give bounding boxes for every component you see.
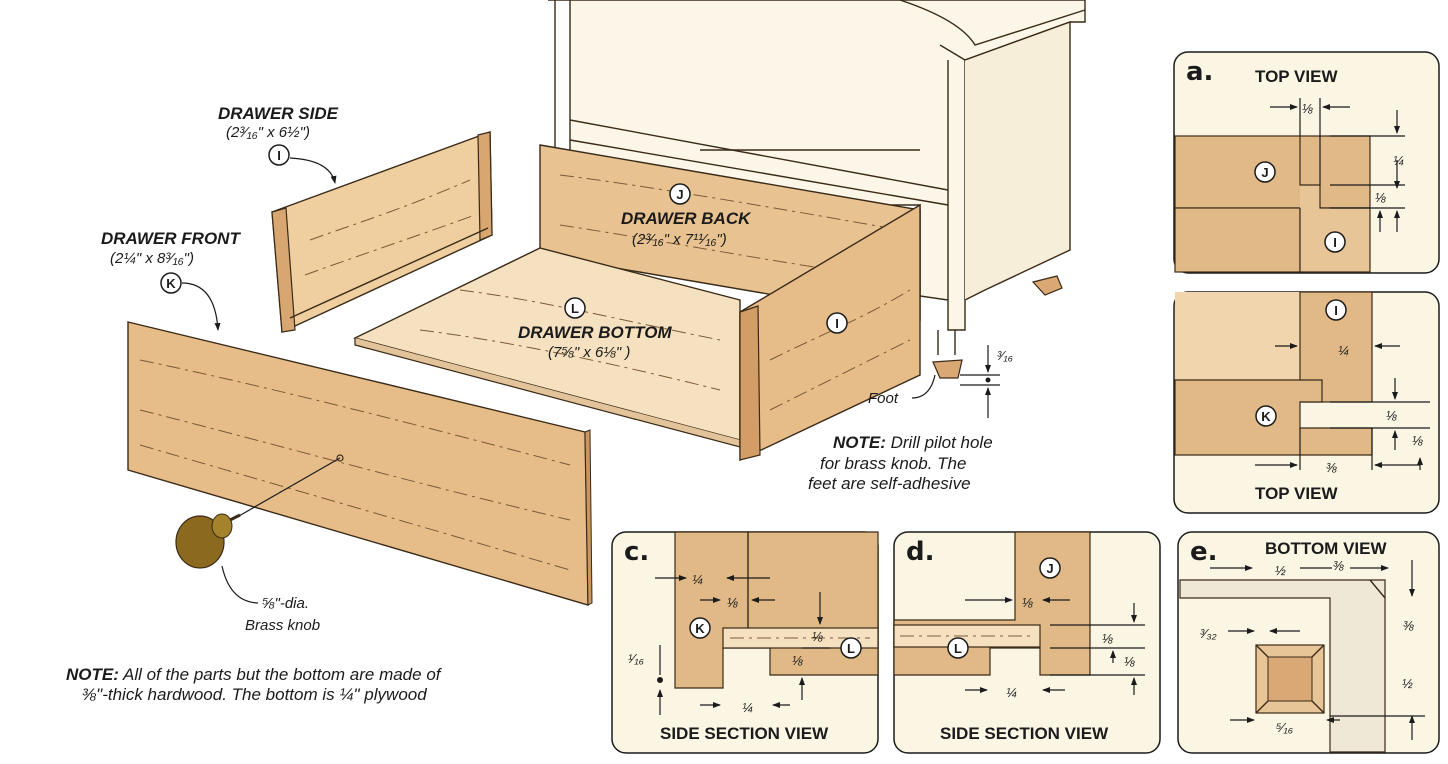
detail-e-letter: e.: [1190, 537, 1218, 567]
detail-d-dim-2: ⅛: [1102, 631, 1113, 646]
detail-d-dim-1: ⅛: [1022, 595, 1033, 610]
drawer-front-label: DRAWER FRONT: [101, 229, 241, 248]
svg-text:L: L: [571, 301, 579, 316]
drawer-side-right: [739, 203, 921, 462]
detail-d-code-j: J: [1046, 561, 1053, 576]
detail-b-dim-2: ⅛: [1386, 408, 1397, 423]
svg-text:I: I: [277, 148, 281, 163]
drawer-bottom-size: (7⅝" x 6⅛" ): [548, 344, 630, 361]
drill-note-line2: for brass knob. The: [820, 454, 966, 473]
detail-d-panel: d. ⅛ ⅛ ⅛ ¼ J L SIDE SECTION VIEW: [893, 531, 1161, 754]
detail-e-dim-5: ½: [1402, 676, 1413, 691]
detail-b-dim-1: ¼: [1338, 343, 1349, 358]
detail-c-code-l: L: [847, 641, 855, 656]
detail-a-dim-3: ⅛: [1375, 190, 1386, 205]
drawer-side-size: (2³⁄₁₆" x 6½"): [226, 124, 310, 141]
detail-e-dim-1: ½: [1275, 563, 1286, 578]
foot: [932, 330, 963, 379]
drawer-bottom: [353, 247, 741, 448]
part-code-i-side: I: [268, 144, 290, 166]
detail-e-panel: e. BOTTOM VIEW ½ ⅜ ⅜ ³⁄₃₂ ½ ⁵⁄₁₆: [1177, 531, 1440, 754]
detail-d-code-l: L: [954, 641, 962, 656]
detail-e-dim-2: ⅜: [1333, 558, 1344, 573]
detail-c-dim-3: ⅛: [812, 629, 823, 644]
svg-text:K: K: [166, 276, 176, 291]
drawer-back-label: DRAWER BACK: [621, 209, 752, 228]
knob-name-label: Brass knob: [245, 617, 320, 634]
svg-text:I: I: [835, 316, 839, 331]
detail-c-dim-5: ¹⁄₁₆: [628, 651, 645, 666]
detail-b-code-i: I: [1334, 303, 1338, 318]
drawer-side-label: DRAWER SIDE: [218, 104, 339, 123]
detail-e-dim-4: ³⁄₃₂: [1200, 626, 1217, 641]
detail-e-dim-6: ⁵⁄₁₆: [1276, 720, 1294, 735]
detail-c-letter: c.: [624, 537, 649, 567]
drawer-front-size: (2¼" x 8³⁄₁₆"): [110, 250, 194, 267]
parts-note-line2: ⅜"-thick hardwood. The bottom is ¼" plyw…: [82, 685, 427, 704]
detail-a-letter: a.: [1186, 57, 1213, 87]
detail-c-code-k: K: [695, 621, 705, 636]
drill-note-line3: feet are self-adhesive: [808, 474, 971, 493]
detail-e-dim-3: ⅜: [1403, 618, 1414, 633]
detail-d-title: SIDE SECTION VIEW: [940, 724, 1109, 743]
detail-c-dim-4: ⅛: [792, 653, 803, 668]
detail-b-code-k: K: [1261, 409, 1271, 424]
detail-a-code-i: I: [1333, 235, 1337, 250]
foot-label: Foot: [868, 390, 899, 407]
foot-dim: ³⁄₁₆: [997, 348, 1014, 363]
detail-b-title: TOP VIEW: [1255, 484, 1338, 503]
drawer-side-left: [271, 131, 493, 334]
part-code-j: J: [669, 183, 691, 205]
drawer-back-size: (2³⁄₁₆" x 7¹¹⁄₁₆"): [632, 231, 727, 248]
detail-e-title: BOTTOM VIEW: [1265, 539, 1387, 558]
detail-c-panel: c. ¼ ⅛ ⅛ ⅛ ¹⁄₁₆ ¼ K L SIDE SECTION VIEW: [611, 531, 879, 754]
parts-note-line1: NOTE: All of the parts but the bottom ar…: [66, 665, 443, 684]
detail-c-dim-6: ¼: [742, 700, 753, 715]
svg-text:J: J: [676, 187, 683, 202]
detail-a-title: TOP VIEW: [1255, 67, 1338, 86]
detail-b-dim-3: ⅛: [1412, 433, 1423, 448]
brass-knob-icon: [175, 513, 241, 569]
part-code-l: L: [564, 297, 586, 319]
detail-d-letter: d.: [906, 537, 935, 567]
detail-b-dim-4: ⅜: [1326, 460, 1337, 475]
detail-a-dim-2: ¼: [1393, 153, 1404, 168]
detail-c-dim-1: ¼: [692, 572, 703, 587]
detail-c-dim-2: ⅛: [727, 595, 738, 610]
detail-d-dim-3: ⅛: [1124, 654, 1135, 669]
part-code-k: K: [160, 272, 182, 294]
drill-note-line1: NOTE: Drill pilot hole: [833, 433, 993, 452]
part-code-i-right: I: [826, 312, 848, 334]
drawer-bottom-label: DRAWER BOTTOM: [518, 323, 672, 342]
detail-a-code-j: J: [1261, 165, 1268, 180]
detail-a-dim-1: ⅛: [1302, 101, 1313, 116]
detail-a-panel: a. TOP VIEW ⅛ ¼ ⅛ J I: [1173, 51, 1440, 274]
cabinet: [548, 0, 1086, 331]
detail-b-panel: b. ¼ ⅛ ⅛ ⅜ I K TOP VIEW: [1173, 291, 1440, 514]
detail-d-dim-4: ¼: [1006, 685, 1017, 700]
foot-small: [1031, 275, 1063, 296]
detail-c-title: SIDE SECTION VIEW: [660, 724, 829, 743]
drawer-front: [127, 321, 593, 606]
knob-dia-label: ⅝"-dia.: [262, 595, 309, 612]
